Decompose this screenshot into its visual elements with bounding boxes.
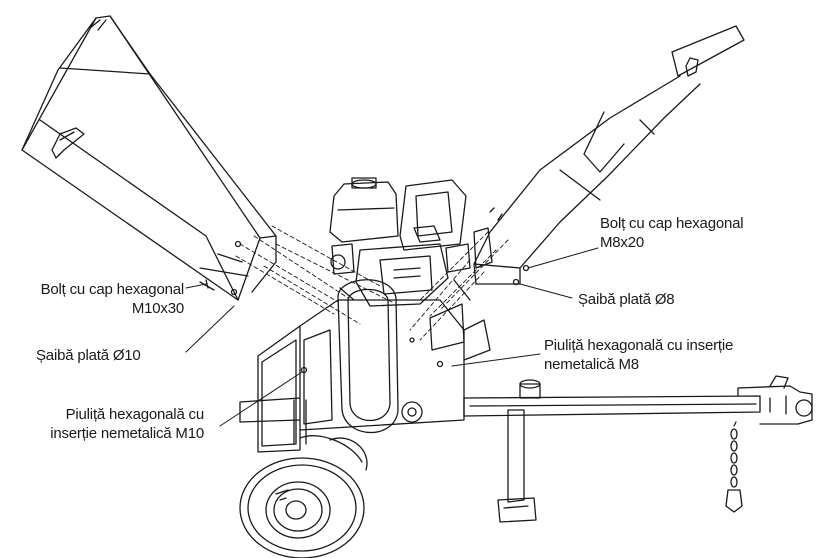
discharge-chute: [473, 25, 745, 285]
washer-10-text: Șaibă plată Ø10: [36, 347, 141, 364]
engine: [329, 177, 471, 307]
safety-chain: [725, 421, 743, 513]
bolt-m8-label: Bolț cu cap hexagonal M8x20: [600, 214, 744, 252]
wheel: [239, 435, 368, 558]
washer-10-label: Șaibă plată Ø10: [36, 346, 141, 365]
bolt-m10-label: Bolț cu cap hexagonal M10x30: [40, 280, 185, 318]
nut-m10-line2: inserție nemetalică M10: [50, 425, 204, 442]
assembly-lines: [235, 225, 509, 341]
bolt-m8-line2: M8x20: [600, 234, 645, 251]
intake-hopper: [21, 15, 277, 301]
washer-8-text: Șaibă plată Ø8: [578, 291, 675, 308]
nut-m10-line1: Piuliță hexagonală cu: [65, 406, 205, 423]
nut-m10-label: Piuliță hexagonală cu inserție nemetalic…: [50, 405, 204, 443]
washer-8-label: Șaibă plată Ø8: [578, 290, 675, 309]
bolt-m10-line1: Bolț cu cap hexagonal: [40, 281, 185, 298]
nut-m8-label: Piuliță hexagonală cu inserție nemetalic…: [544, 336, 733, 374]
chipper-housing: [239, 279, 491, 453]
bolt-m8-line1: Bolț cu cap hexagonal: [600, 215, 744, 232]
fasteners: [199, 240, 530, 374]
leader-lines: [185, 247, 599, 427]
tow-bar-frame: [463, 375, 813, 523]
nut-m8-line1: Piuliță hexagonală cu inserție: [544, 337, 734, 354]
nut-m8-line2: nemetalică M8: [544, 356, 639, 373]
bolt-m10-line2: M10x30: [131, 300, 184, 317]
